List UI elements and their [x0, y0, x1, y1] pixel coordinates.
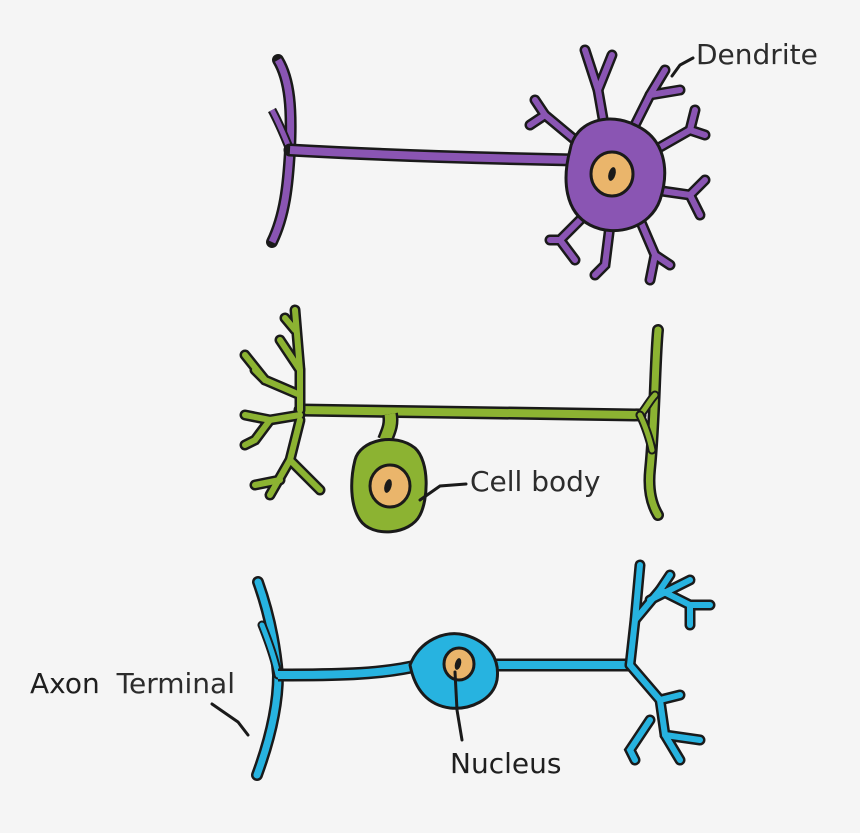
multipolar-neuron — [266, 44, 711, 286]
cell-body-leader-line — [418, 482, 468, 502]
label-axon-terminal-word1: Axon — [30, 667, 100, 700]
nucleus-middle — [368, 463, 412, 509]
label-nucleus: Nucleus — [450, 747, 561, 780]
label-axon-terminal-word2: Terminal — [116, 667, 235, 700]
axon-terminal-bottom — [251, 576, 285, 781]
nucleus-top — [589, 150, 635, 198]
dendrites-middle — [239, 304, 326, 501]
nucleus-leader-line — [453, 670, 464, 742]
bipolar-neuron — [251, 559, 716, 781]
nucleus-bottom — [442, 646, 476, 682]
axon-terminal-middle — [635, 324, 664, 521]
unipolar-neuron — [239, 304, 664, 534]
label-dendrite: Dendrite — [696, 38, 818, 71]
label-axon-terminal: Axon Terminal — [30, 667, 235, 700]
dendrites-top — [524, 44, 711, 286]
label-cell-body: Cell body — [470, 465, 600, 498]
axon-terminal-leader-line — [210, 702, 250, 737]
dendrites-bottom — [623, 559, 716, 766]
dendrite-leader-line — [670, 56, 695, 78]
